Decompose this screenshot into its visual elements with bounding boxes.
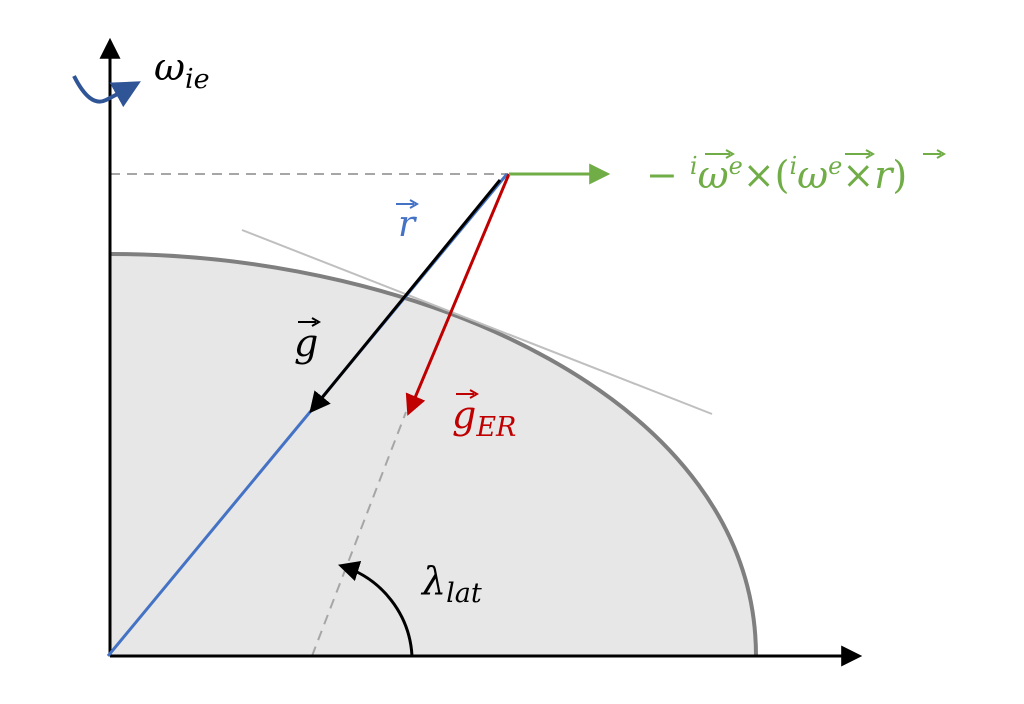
svg-text:− iωe×(iωe×r): − iωe×(iωe×r): [646, 152, 907, 197]
earth-ellipse-quadrant: [110, 254, 756, 656]
tangent-line: [241, 229, 713, 415]
omega-ie-subscript: ie: [185, 64, 210, 95]
omega-ie-label: ωie: [154, 45, 210, 95]
g-er-label: gER: [452, 389, 516, 443]
g-vector: [309, 179, 502, 414]
g-er-vector: [405, 173, 511, 416]
rotation-arrow-icon: [72, 75, 141, 108]
normal-dashed-line: [311, 411, 407, 657]
g-vector-label: g: [294, 317, 322, 365]
svg-text:gER: gER: [452, 393, 516, 443]
latitude-angle-arc: [337, 561, 414, 657]
earth-ellipse-outline: [109, 252, 758, 657]
lambda-lat-label: λlat: [420, 559, 482, 609]
g-er-subscript: ER: [475, 412, 516, 443]
lambda-lat-subscript: lat: [446, 578, 482, 609]
svg-text:r: r: [398, 204, 417, 245]
centrifugal-label: − iωe×(iωe×r): [646, 149, 947, 197]
r-vector-label: r: [396, 199, 420, 245]
svg-text:g: g: [294, 321, 318, 365]
